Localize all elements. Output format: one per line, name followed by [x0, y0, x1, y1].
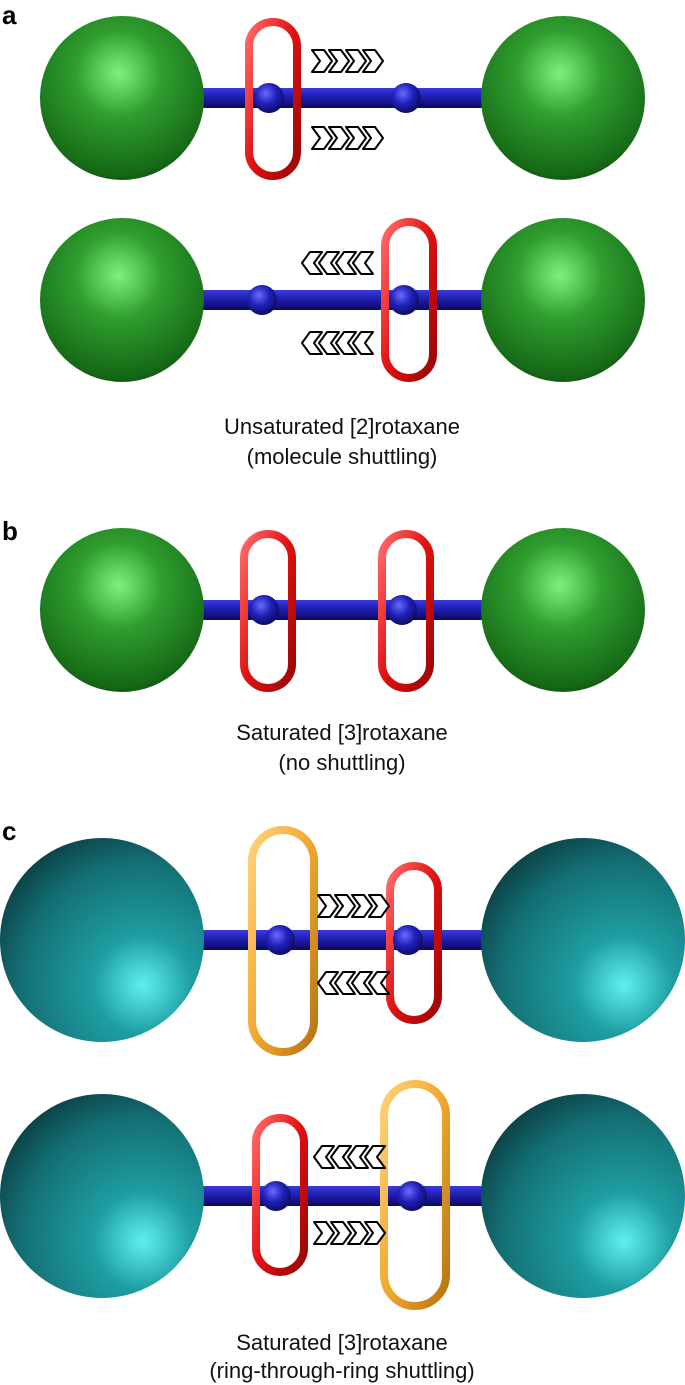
stopper-sphere-icon [40, 218, 204, 382]
stopper-sphere-icon [481, 16, 645, 180]
ring-front-arc [245, 18, 301, 180]
chevron-arrow-left-icon [317, 971, 390, 995]
macrocycle-ring-icon-orange [380, 1080, 450, 1310]
rotaxane-b [40, 528, 645, 692]
chevron-arrow-right-icon [311, 49, 384, 73]
stopper-sphere-icon [40, 528, 204, 692]
axle [195, 88, 490, 108]
rotaxane-c1 [0, 826, 685, 1056]
station-knob [247, 285, 277, 315]
station-knob [387, 595, 417, 625]
stopper-sphere-icon [481, 1094, 685, 1298]
chevron-arrow-left-icon [301, 251, 374, 275]
axle [195, 930, 495, 950]
station-knob [389, 285, 419, 315]
stopper-sphere-icon [481, 528, 645, 692]
macrocycle-ring-icon [378, 530, 434, 692]
caption-c-line1: Saturated [3]rotaxane [236, 1330, 448, 1355]
axle [195, 290, 490, 310]
chevron-arrow-right-icon [313, 1221, 386, 1245]
chevron-arrow-right-icon [317, 894, 390, 918]
axle [195, 600, 490, 620]
station-knob [391, 83, 421, 113]
panel-a-label: a [2, 0, 17, 30]
caption-c-line2: (ring-through-ring shuttling) [209, 1358, 474, 1383]
rotaxane-a2 [40, 218, 645, 382]
rotaxane-c2 [0, 1080, 685, 1310]
station-knob [265, 925, 295, 955]
rotaxane-a1 [40, 16, 645, 180]
chevron-arrow-right-icon [311, 126, 384, 150]
panel-b-label: b [2, 516, 18, 546]
stopper-sphere-icon [481, 218, 645, 382]
caption-b-line1: Saturated [3]rotaxane [236, 720, 448, 745]
macrocycle-ring-icon [386, 862, 442, 1024]
station-knob [397, 1181, 427, 1211]
stopper-sphere-icon [0, 838, 204, 1042]
macrocycle-ring-icon [240, 530, 296, 692]
macrocycle-ring-icon [252, 1114, 308, 1276]
caption-a-line2: (molecule shuttling) [247, 444, 438, 469]
station-knob [254, 83, 284, 113]
station-knob [261, 1181, 291, 1211]
chevron-arrow-left-icon [301, 331, 374, 355]
stopper-sphere-icon [481, 838, 685, 1042]
panel-c-label: c [2, 816, 16, 846]
caption-a-line1: Unsaturated [2]rotaxane [224, 414, 460, 439]
stopper-sphere-icon [0, 1094, 204, 1298]
station-knob [249, 595, 279, 625]
station-knob [393, 925, 423, 955]
chevron-arrow-left-icon [313, 1145, 386, 1169]
stopper-sphere-icon [40, 16, 204, 180]
macrocycle-ring-icon [381, 218, 437, 382]
macrocycle-ring-icon-orange [248, 826, 318, 1056]
caption-b-line2: (no shuttling) [278, 750, 405, 775]
